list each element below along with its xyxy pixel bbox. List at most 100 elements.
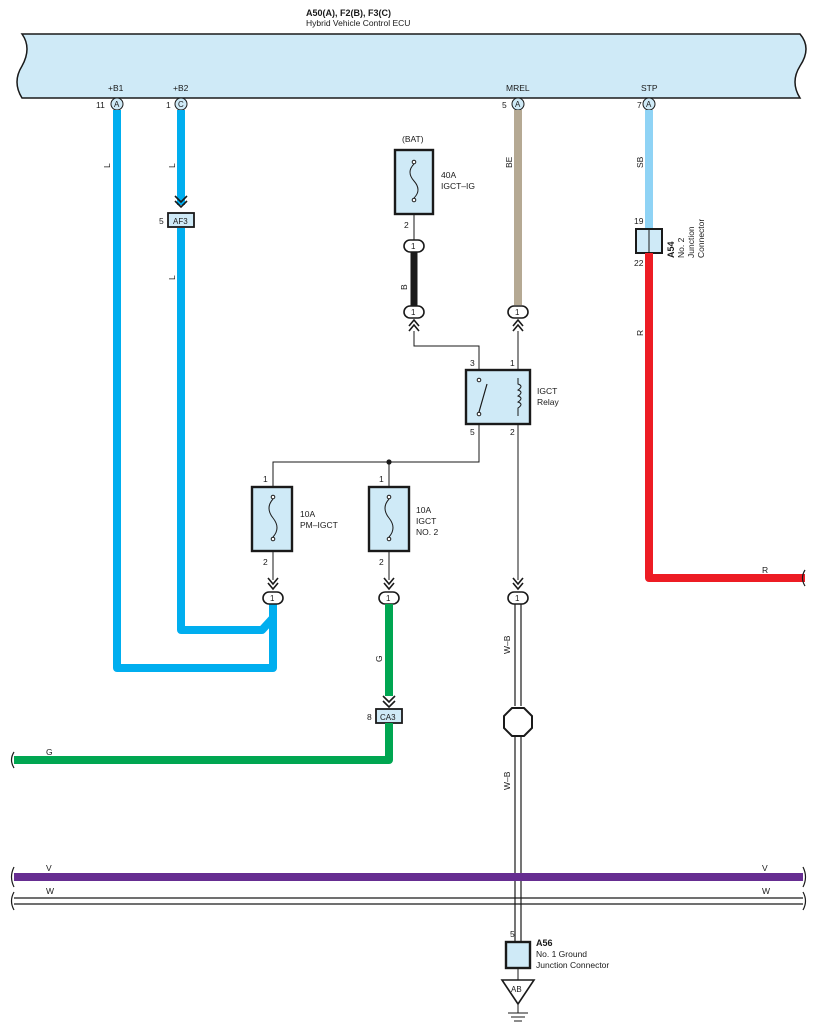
junction-a56-line2: Junction Connector [536,960,609,970]
relay-line2: Relay [537,397,559,407]
svg-text:A: A [114,100,120,109]
fuse-igct-no2 [367,485,411,553]
pin-stp: 7 [637,100,642,110]
fuse-no2-line2: NO. 2 [416,527,438,537]
wire-v-code-right: V [762,863,768,873]
wire-g-code-vertical: G [374,655,384,662]
junction-a56-line1: No. 1 Ground [536,949,587,959]
wire-v-break [10,866,807,888]
fuse-pm-pin-out: 2 [263,557,268,567]
terminal-badge-b1: A [110,97,124,111]
wire-wb [514,604,522,942]
wire-r-code-horizontal: R [762,565,768,575]
wire-b-code: B [399,284,409,290]
circle-pin-relay2-out: 1 [507,577,529,605]
terminal-badge-stp: A [642,97,656,111]
fuse-no2-pin-out: 2 [379,557,384,567]
thin-wire-relay-5 [272,424,480,487]
wire-r-break [801,569,806,587]
svg-text:A: A [646,100,652,109]
fuse-40a-pin: 2 [404,220,409,230]
fuse-no2-line1: IGCT [416,516,436,526]
circle-pin-bat-bottom: 1 [403,305,425,332]
wire-b1-code: L [102,163,112,168]
wire-g-code-horizontal: G [46,747,53,757]
fuse-pm-rating: 10A [300,509,315,519]
ground-label: AB [511,985,522,994]
wire-g-horizontal [14,723,393,764]
connector-ca3-label: CA3 [380,713,396,722]
terminal-badge-mrel: A [511,97,525,111]
junction-a56 [504,940,532,970]
connector-ca3: CA3 [375,695,403,724]
ecu-terminal-mrel: MREL [506,83,530,93]
circle-pin-no2-out: 1 [378,577,400,605]
junction-a54-pin-in: 19 [634,216,644,226]
svg-text:1: 1 [515,594,520,603]
junction-a54-line1: No. 2 [676,237,686,258]
ecu-terminal-b1: +B1 [108,83,124,93]
pin-b2: 1 [166,100,171,110]
wire-b2-bottom [177,228,276,634]
relay-pin-5: 5 [470,427,475,437]
wire-g-break [10,751,15,769]
wire-wb-code-upper: W–B [502,635,512,654]
wire-b1 [113,110,277,672]
terminal-badge-b2: C [174,97,188,111]
svg-text:1: 1 [386,594,391,603]
connector-af3: AF3 [167,195,195,228]
junction-a54 [635,228,663,254]
relay-line1: IGCT [537,386,557,396]
fuse-no2-pin-in: 1 [379,474,384,484]
fuse-pm-pin-in: 1 [263,474,268,484]
wire-r-code-vertical: R [635,330,645,336]
junction-a54-line2: Junction [686,226,696,258]
pin-b1: 11 [96,100,105,110]
fuse-pm-igct [250,485,294,553]
thin-wire-relay-3 [413,331,480,370]
fuse-40a-rating: 40A [441,170,456,180]
ecu-box [16,33,807,99]
ecu-connector-title: A50(A), F2(B), F3(C) [306,8,391,18]
connector-af3-label: AF3 [173,217,188,226]
wire-wb-splice [503,707,533,737]
junction-a56-pin: 5 [510,929,515,939]
svg-text:1: 1 [515,308,520,317]
wire-v-code-left: V [46,863,52,873]
ecu-terminal-stp: STP [641,83,658,93]
wire-w-code-right: W [762,886,770,896]
svg-text:1: 1 [411,308,416,317]
svg-text:C: C [178,100,184,109]
connector-ca3-pin: 8 [367,712,372,722]
wire-mrel-code: BE [504,156,514,168]
pin-mrel: 5 [502,100,507,110]
svg-text:A: A [515,100,521,109]
relay-pin-2: 2 [510,427,515,437]
junction-a54-code: A54 [666,241,676,258]
svg-text:1: 1 [411,242,416,251]
circle-pin-bat-top: 1 [403,239,425,253]
junction-a56-code: A56 [536,938,553,948]
relay-pin-3: 3 [470,358,475,368]
circle-pin-mrel: 1 [507,305,529,332]
wire-stp-code: SB [635,156,645,168]
junction-a54-line3: Connector [696,219,706,258]
fuse-40a-name: IGCT–IG [441,181,475,191]
relay-pin-1: 1 [510,358,515,368]
svg-text:1: 1 [270,594,275,603]
wire-b2-code-top: L [167,163,177,168]
wire-w [10,891,807,911]
fuse-pm-name: PM–IGCT [300,520,338,530]
relay-igct [464,368,532,426]
fuse-40a [393,148,435,216]
circle-pin-pm-out: 1 [262,577,284,605]
ecu-name: Hybrid Vehicle Control ECU [306,18,410,28]
wire-wb-code-lower: W–B [502,771,512,790]
connector-af3-pin: 5 [159,216,164,226]
splice-point [386,459,392,465]
fuse-no2-rating: 10A [416,505,431,515]
fuse-40a-source: (BAT) [402,134,424,144]
wire-r [645,253,805,582]
wire-w-code-left: W [46,886,54,896]
